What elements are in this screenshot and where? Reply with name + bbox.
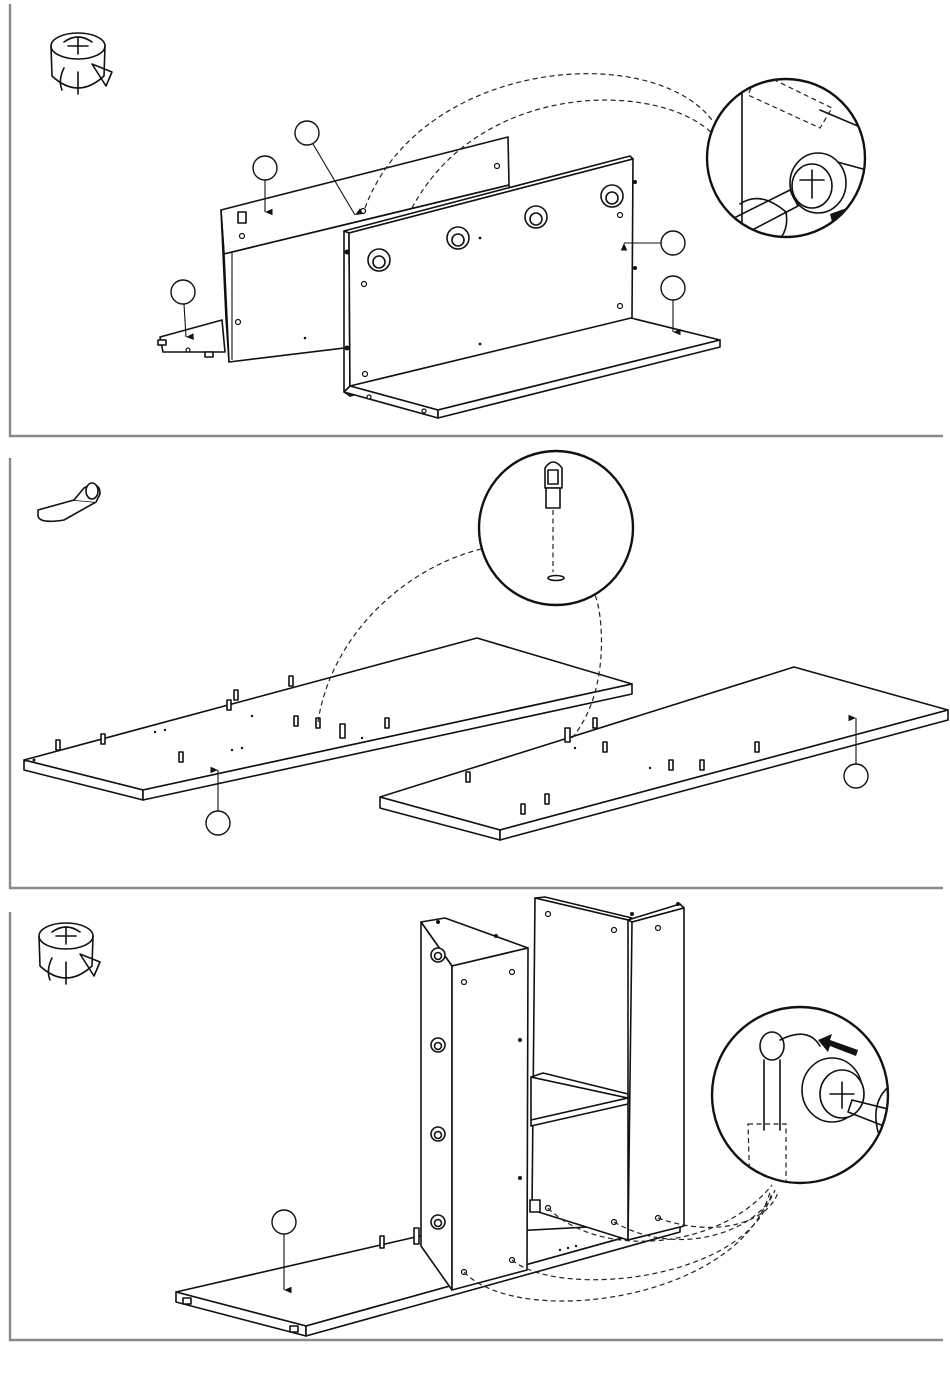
pin-insert-detail-icon	[479, 451, 633, 605]
step-2-panel	[10, 451, 948, 888]
cam-lock-icon	[51, 33, 112, 94]
right-side-panel	[628, 902, 684, 1240]
part-callout	[844, 764, 868, 788]
part-callout	[171, 280, 195, 304]
part-callout	[661, 276, 685, 300]
inner-divider-panel	[530, 897, 634, 1240]
part-callout	[253, 156, 277, 180]
step-3-panel	[10, 897, 943, 1340]
part-callout	[206, 811, 230, 835]
part-callout	[295, 121, 319, 145]
part-callout	[661, 231, 685, 255]
cam-lock-icon	[39, 923, 100, 984]
screwdriver-tighten-cam-icon	[707, 72, 895, 252]
shelf-support-pin-icon	[38, 483, 100, 521]
left-upright	[421, 918, 528, 1290]
bottom-shelf-left	[158, 320, 225, 357]
screwdriver-tighten-cam-icon	[712, 1007, 940, 1190]
step-1-panel	[10, 4, 943, 436]
part-callout	[272, 1210, 296, 1234]
